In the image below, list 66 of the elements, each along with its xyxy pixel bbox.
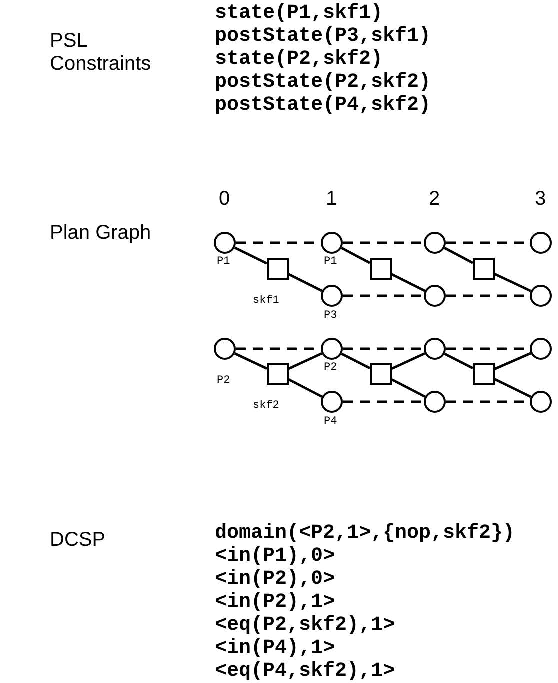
code-line: state(P2,skf2) [215,48,384,71]
node-label: P3 [324,310,338,322]
code-line: postState(P2,skf2) [215,71,432,94]
node-label: skf1 [253,295,280,307]
node-label: P2 [324,362,338,374]
section-heading: DCSP [50,529,106,552]
connector-line [234,352,268,370]
code-line: <eq(P4,skf2),1> [215,660,396,683]
section-heading: Plan Graph [50,222,152,245]
code-line: domain(<P2,1>,{nop,skf2}) [215,522,516,545]
circle-node [321,232,343,254]
connector-line [444,247,474,264]
circle-node [214,338,236,360]
column-number: 1 [326,188,338,211]
square-node [473,363,495,385]
connector-line [494,352,532,370]
square-node [473,258,495,280]
circle-node [424,232,446,254]
circle-node [321,338,343,360]
code-line: postState(P3,skf1) [215,25,432,48]
circle-node [321,285,343,307]
connector-line [288,273,323,292]
circle-node [424,338,446,360]
connector-line [391,378,426,398]
node-label: P1 [217,256,230,268]
circle-node [530,338,552,360]
square-node [267,363,289,385]
dashed-connector [343,242,424,244]
node-label: P1 [324,256,338,268]
section-heading: PSL Constraints [50,30,152,76]
connector-line [494,378,532,398]
connector-line [288,378,323,398]
connector-line [234,246,268,265]
code-line: state(P1,skf1) [215,2,384,25]
column-number: 2 [429,188,440,211]
dashed-connector [343,400,424,404]
code-line: postState(P4,skf2) [215,94,432,117]
circle-node [530,232,552,254]
square-node [370,363,392,385]
column-number: 3 [535,188,546,211]
square-node [370,258,392,280]
circle-node [530,391,552,413]
node-label: skf2 [253,400,280,412]
code-line: <in(P4),1> [215,637,336,660]
circle-node [321,391,343,413]
code-line: <in(P1),0> [215,545,336,568]
connector-line [341,247,371,264]
connector-line [494,273,532,292]
square-node [267,258,289,280]
column-number: 0 [219,188,230,211]
code-line: <in(P2),1> [215,591,336,614]
connector-line [391,352,426,370]
code-line: <eq(P2,skf2),1> [215,614,396,637]
connector-line [444,352,474,370]
node-label: P2 [217,375,230,387]
connector-line [288,352,323,370]
circle-node [424,391,446,413]
dashed-connector [343,348,424,350]
connector-line [341,352,371,370]
code-line: <in(P2),0> [215,568,336,591]
circle-node [530,285,552,307]
circle-node [424,285,446,307]
dashed-connector [343,294,424,298]
circle-node [214,232,236,254]
connector-line [391,273,426,292]
node-label: P4 [324,416,338,428]
